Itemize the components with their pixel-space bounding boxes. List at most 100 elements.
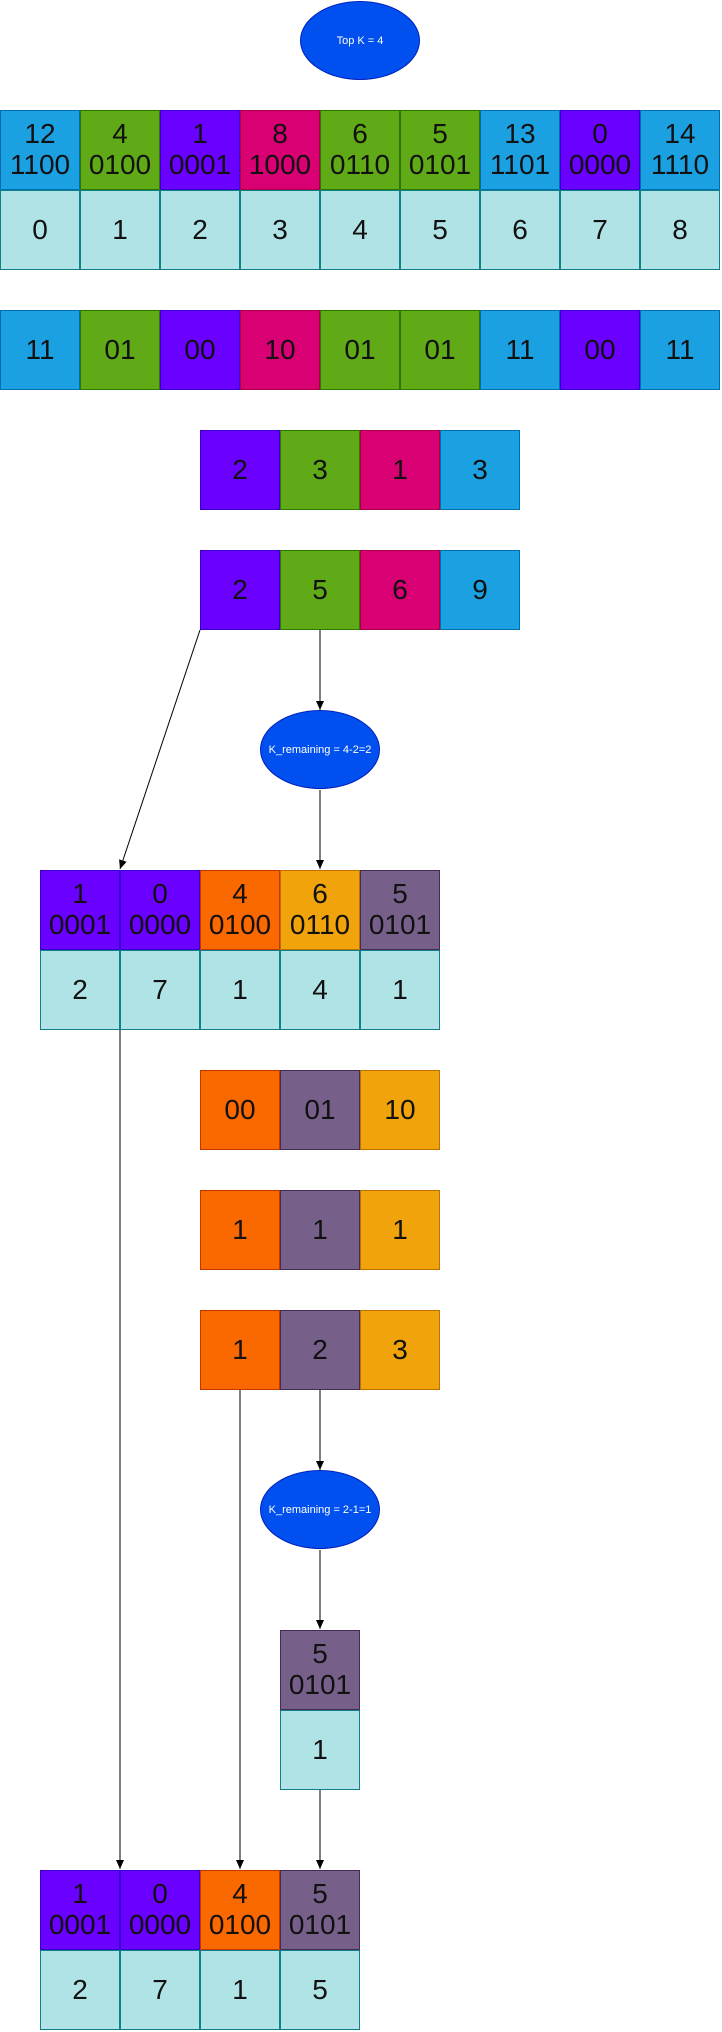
histogram-1-cell: 2 <box>200 430 280 510</box>
input-index-cell: 4 <box>320 190 400 270</box>
input-index-cell-label: 8 <box>672 213 688 245</box>
filtered-value-cell-binary: 0001 <box>48 909 112 940</box>
prefix-1-cell-label: 11 <box>25 333 55 365</box>
histogram-1-cell-label: 3 <box>312 453 328 485</box>
input-index-cell: 5 <box>400 190 480 270</box>
k-remaining-label-1: K_remaining = 4-2=2 <box>268 743 372 756</box>
input-value-cell-binary: 1110 <box>650 149 710 180</box>
final-value-cell-binary: 0000 <box>128 1909 192 1940</box>
cumsum-1-cell: 2 <box>200 550 280 630</box>
input-index-cell-label: 6 <box>512 213 528 245</box>
prefix-2-cell: 00 <box>200 1070 280 1150</box>
cumsum-1-cell-label: 5 <box>312 573 328 605</box>
single-index-cell: 1 <box>280 1710 360 1790</box>
prefix-2-cell-label: 01 <box>304 1093 336 1125</box>
cumsum-1-cell: 9 <box>440 550 520 630</box>
input-value-cell-binary: 1101 <box>489 149 551 180</box>
final-index-cell-label: 2 <box>72 1973 88 2005</box>
input-index-cell-label: 4 <box>352 213 368 245</box>
final-index-cell: 2 <box>40 1950 120 2030</box>
prefix-1-cell: 11 <box>640 310 720 390</box>
input-value-cell-number: 8 <box>272 118 288 150</box>
prefix-1-cell: 11 <box>0 310 80 390</box>
prefix-1-cell-label: 01 <box>104 333 136 365</box>
filtered-index-cell: 1 <box>200 950 280 1030</box>
cumsum-1-cell: 6 <box>360 550 440 630</box>
histogram-2-cell: 1 <box>280 1190 360 1270</box>
final-index-cell: 5 <box>280 1950 360 2030</box>
input-index-cell: 6 <box>480 190 560 270</box>
input-index-cell: 7 <box>560 190 640 270</box>
final-index-cell-label: 5 <box>312 1973 328 2005</box>
prefix-2-cell-label: 00 <box>224 1093 256 1125</box>
final-index-cell: 1 <box>200 1950 280 2030</box>
prefix-2-cell: 10 <box>360 1070 440 1150</box>
filtered-index-cell-label: 4 <box>312 973 328 1005</box>
input-value-cell-binary: 0001 <box>168 149 232 180</box>
prefix-1-cell: 00 <box>560 310 640 390</box>
input-value-cell-binary: 1000 <box>248 149 312 180</box>
input-index-cell: 0 <box>0 190 80 270</box>
prefix-1-cell-label: 11 <box>505 333 535 365</box>
histogram-1-cell-label: 3 <box>472 453 488 485</box>
final-index-cell-label: 1 <box>232 1973 248 2005</box>
cumsum-2-cell: 2 <box>280 1310 360 1390</box>
cumsum-2-cell: 1 <box>200 1310 280 1390</box>
prefix-1-cell: 11 <box>480 310 560 390</box>
single-index-cell-label: 1 <box>312 1733 328 1765</box>
input-index-cell-label: 1 <box>112 213 128 245</box>
input-index-cell: 3 <box>240 190 320 270</box>
filtered-value-cell-number: 6 <box>312 878 328 910</box>
input-index-cell-label: 0 <box>32 213 48 245</box>
prefix-1-cell: 01 <box>80 310 160 390</box>
prefix-1-cell-label: 01 <box>344 333 376 365</box>
filtered-value-cell-number: 0 <box>152 878 168 910</box>
k-remaining-ellipse-1: K_remaining = 4-2=2 <box>260 710 380 789</box>
histogram-1-cell-label: 2 <box>232 453 248 485</box>
filtered-index-cell: 2 <box>40 950 120 1030</box>
histogram-2-cell-label: 1 <box>232 1213 248 1245</box>
filtered-value-cell-binary: 0100 <box>208 909 272 940</box>
prefix-1-cell: 00 <box>160 310 240 390</box>
filtered-value-cell-number: 4 <box>232 878 248 910</box>
input-value-cell-number: 0 <box>592 118 608 150</box>
cumsum-1-cell-label: 2 <box>232 573 248 605</box>
cumsum-2-cell: 3 <box>360 1310 440 1390</box>
final-value-cell-binary: 0001 <box>48 1909 112 1940</box>
single-value-cell-number: 5 <box>312 1638 328 1670</box>
input-index-cell-label: 3 <box>272 213 288 245</box>
input-index-cell: 8 <box>640 190 720 270</box>
input-index-cell-label: 5 <box>432 213 448 245</box>
input-value-cell-number: 6 <box>352 118 368 150</box>
filtered-index-cell-label: 1 <box>392 973 408 1005</box>
filtered-value-cell-binary: 0000 <box>128 909 192 940</box>
prefix-1-cell-label: 01 <box>424 333 456 365</box>
top-k-ellipse: Top K = 4 <box>300 1 420 80</box>
filtered-index-cell: 7 <box>120 950 200 1030</box>
prefix-1-cell: 01 <box>320 310 400 390</box>
input-value-cell-binary: 0101 <box>408 149 472 180</box>
histogram-2-cell: 1 <box>200 1190 280 1270</box>
cumsum-1-cell-label: 9 <box>472 573 488 605</box>
single-value-cell-binary: 0101 <box>288 1669 352 1700</box>
filtered-value-cell-number: 1 <box>72 878 88 910</box>
final-value-cell-number: 0 <box>152 1878 168 1910</box>
input-value-cell-number: 4 <box>112 118 128 150</box>
input-index-cell: 2 <box>160 190 240 270</box>
k-remaining-ellipse-2: K_remaining = 2-1=1 <box>260 1470 380 1549</box>
final-value-cell-number: 5 <box>312 1878 328 1910</box>
prefix-1-cell: 01 <box>400 310 480 390</box>
input-value-cell-binary: 0110 <box>329 149 391 180</box>
final-value-cell-binary: 0101 <box>288 1909 352 1940</box>
